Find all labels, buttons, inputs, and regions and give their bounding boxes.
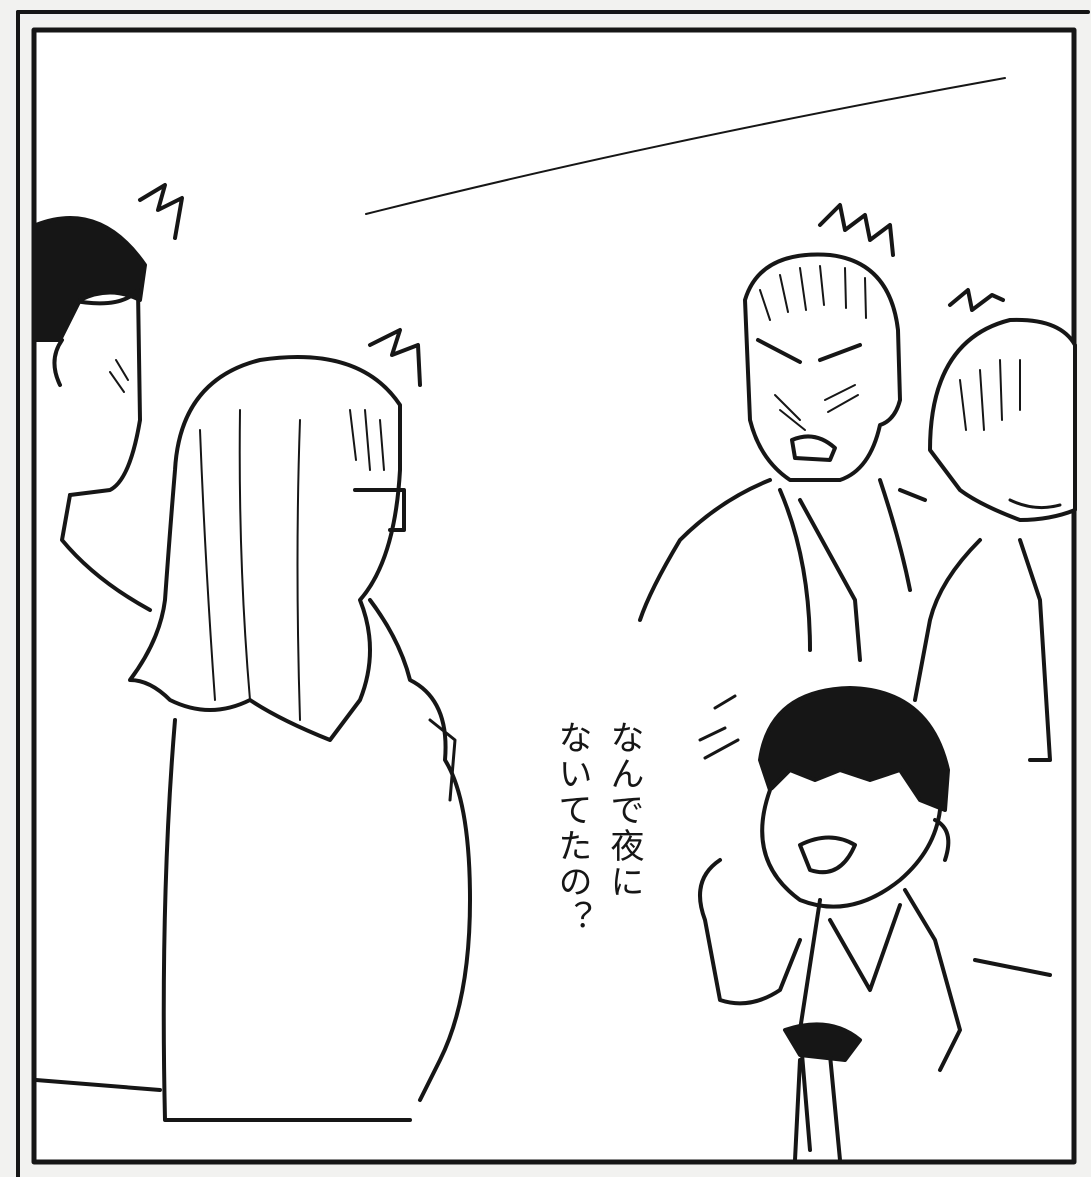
woman-hair [128,355,402,742]
man-left-hair [34,216,147,342]
man-left [34,216,162,1092]
speech-line-1: なんで夜に [604,720,644,900]
woman-glasses [128,355,472,1122]
glasses [353,488,406,532]
speech-line-2: ないてたの？ [552,720,592,936]
angry-man [638,252,927,662]
emote-marks [138,183,1005,760]
angry-brow [756,338,862,364]
smiling-child [698,686,962,1162]
woman-right [913,317,1077,977]
motion-line [365,77,1006,215]
child-belt [783,1022,862,1062]
child-hair [758,686,950,812]
angry-man-head [743,252,902,482]
angry-mouth [790,434,837,462]
speech-text: なんで夜に ないてたの？ [540,720,650,1020]
child-mouth [798,835,857,875]
